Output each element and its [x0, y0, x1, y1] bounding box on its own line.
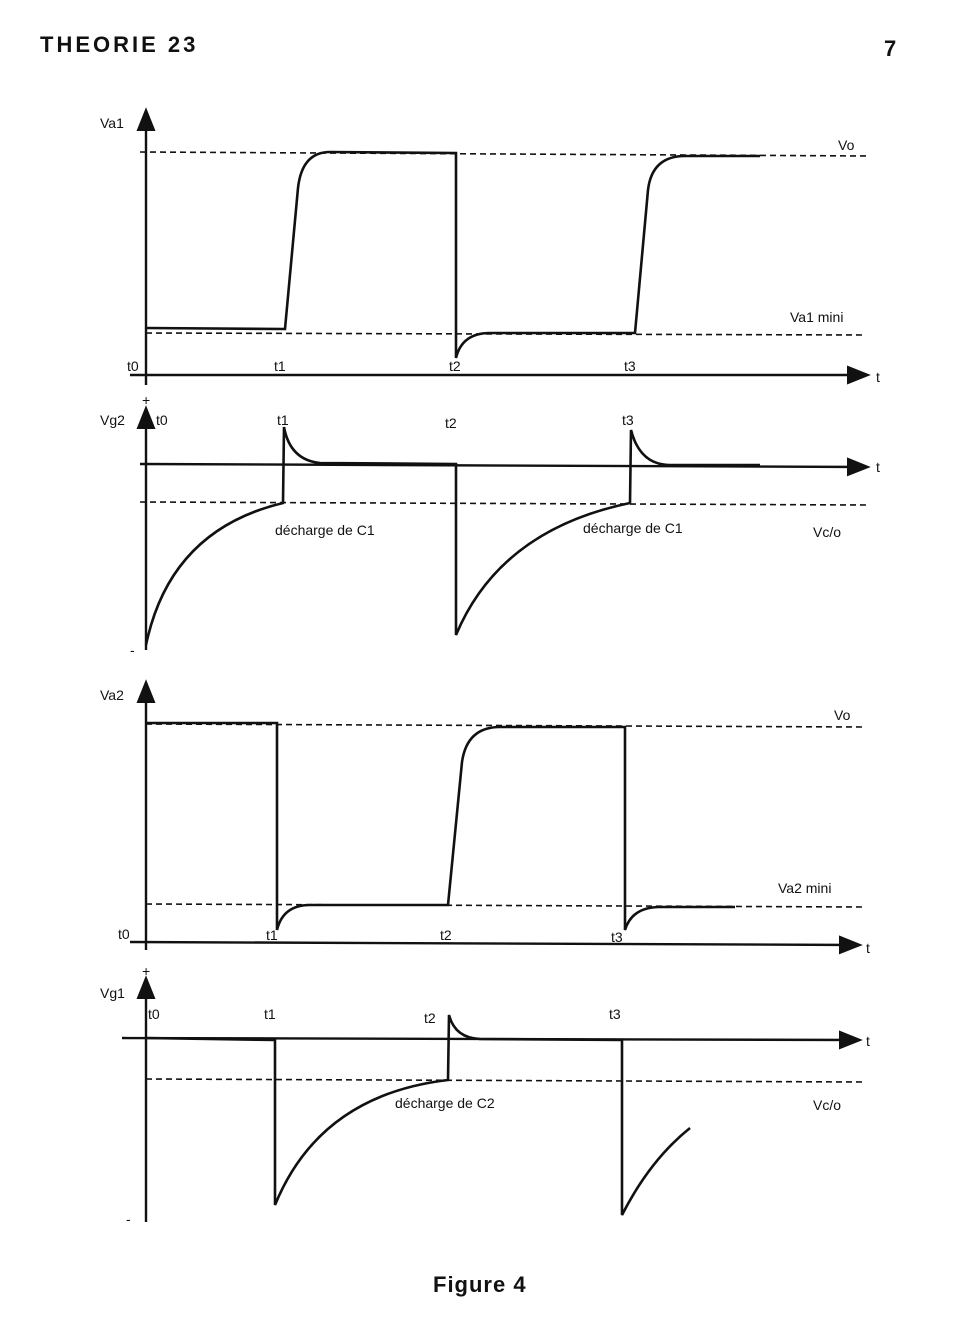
header-title: THEORIE 23	[40, 32, 199, 57]
minus-sign: -	[130, 642, 135, 658]
panel-vg2: Vg2 + - t t0 t1 t2 t3 Vc/o décharge de C…	[100, 392, 880, 658]
tick-t0: t0	[127, 358, 139, 374]
annotation-discharge: décharge de C1	[275, 522, 375, 538]
x-label: t	[876, 459, 880, 475]
y-label: Va2	[100, 687, 124, 703]
vc-level-line	[145, 1078, 863, 1083]
tick-t2: t2	[424, 1010, 436, 1026]
x-label: t	[866, 940, 870, 956]
tick-t1: t1	[277, 412, 289, 428]
tick-t1: t1	[264, 1006, 276, 1022]
tick-t0: t0	[118, 926, 130, 942]
x-label: t	[876, 369, 880, 385]
tick-t3: t3	[611, 929, 623, 945]
vg1-waveform	[145, 1014, 691, 1216]
tick-t0: t0	[156, 412, 168, 428]
tick-t2: t2	[440, 927, 452, 943]
figure-caption: Figure 4	[433, 1272, 527, 1297]
min-label: Va2 mini	[778, 880, 831, 896]
plus-sign: +	[142, 963, 150, 979]
annotation-discharge: décharge de C1	[583, 520, 683, 536]
y-label: Va1	[100, 115, 124, 131]
y-label: Vg1	[100, 985, 125, 1001]
vo-label: Vo	[838, 137, 855, 153]
panel-va1: Va1 Vo Va1 mini t t0 t1 t2 t3	[100, 107, 880, 385]
vc-label: Vc/o	[813, 1097, 841, 1113]
va1-waveform	[145, 150, 760, 359]
plus-sign: +	[142, 392, 150, 408]
tick-t0: t0	[148, 1006, 160, 1022]
min-level-line	[145, 903, 863, 908]
time-axis	[139, 457, 871, 477]
va2-waveform	[146, 721, 735, 931]
tick-t1: t1	[274, 358, 286, 374]
tick-t3: t3	[624, 358, 636, 374]
time-axis	[129, 935, 863, 955]
tick-t3: t3	[622, 412, 634, 428]
panel-vg1: Vg1 + - t t0 t1 t2 t3 Vc/o décharge de C…	[100, 963, 870, 1227]
panel-va2: Va2 Vo Va2 mini t t0 t1 t2 t3	[100, 679, 870, 956]
tick-t1: t1	[266, 927, 278, 943]
vc-label: Vc/o	[813, 524, 841, 540]
tick-t3: t3	[609, 1006, 621, 1022]
tick-t2: t2	[445, 415, 457, 431]
y-label: Vg2	[100, 412, 125, 428]
x-label: t	[866, 1033, 870, 1049]
vo-level-line	[139, 151, 871, 157]
annotation-discharge: décharge de C2	[395, 1095, 495, 1111]
page-number: 7	[884, 36, 900, 61]
minus-sign: -	[126, 1211, 131, 1227]
vo-label: Vo	[834, 707, 851, 723]
vg2-waveform	[144, 426, 760, 646]
vc-level-line	[139, 501, 867, 506]
min-label: Va1 mini	[790, 309, 843, 325]
tick-t2: t2	[449, 358, 461, 374]
